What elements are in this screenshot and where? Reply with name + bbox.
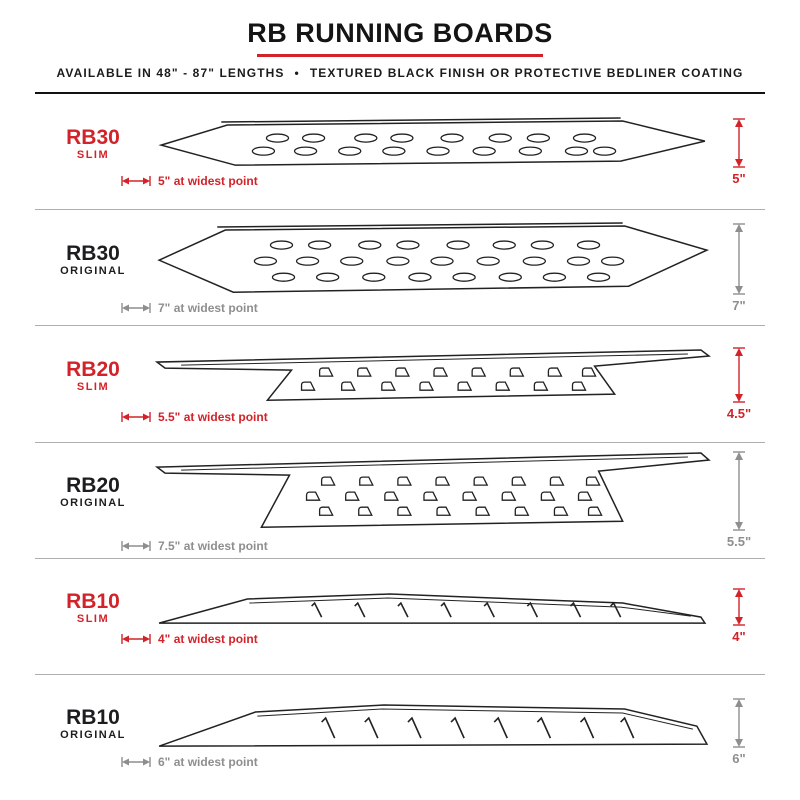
board-row-rb30-slim: RB30 SLIM 5" at widest [35,94,765,209]
width-arrow-icon [121,176,151,187]
board-row-rb30-original: RB30 ORIGINAL [35,209,765,325]
height-label: 6" [732,751,746,767]
height-arrow-icon [733,223,745,295]
height-dimension: 4" [713,588,765,644]
height-arrow-icon [733,588,745,626]
height-dimension: 4.5" [713,347,765,421]
board-variant: SLIM [76,380,110,393]
board-illustration-rb10-slim [158,592,707,624]
board-outline [154,349,711,402]
header: RB RUNNING BOARDS AVAILABLE IN 48" - 87"… [35,18,765,94]
page-title: RB RUNNING BOARDS [247,18,553,48]
board-top-lip [217,222,623,228]
subtitle-lengths: AVAILABLE IN 48" - 87" LENGTHS [56,66,285,80]
board-model: RB30 [66,241,120,265]
board-variant: SLIM [76,148,110,161]
board-row-rb20-original: RB20 ORIGINAL [35,441,765,558]
width-arrow-icon [121,757,151,768]
board-drawing: 5.5" at widest point [121,344,713,424]
width-arrow-icon [121,633,151,644]
width-dimension: 7.5" at widest point [121,539,683,553]
board-drawing: 7" at widest point [121,220,713,315]
height-label: 7" [732,297,746,313]
width-label: 5" at widest point [158,174,258,189]
board-model: RB20 [66,357,120,381]
board-illustration-rb30-slim [158,117,706,166]
board-variant: SLIM [76,613,110,626]
board-outline [158,592,707,624]
board-label: RB10 ORIGINAL [35,707,151,757]
height-dimension: 5" [713,117,765,186]
width-dimension: 5" at widest point [121,174,683,188]
board-variant: ORIGINAL [60,497,126,510]
board-row-rb20-slim: RB20 SLIM 5.5" at wides [35,325,765,441]
board-model: RB10 [66,706,120,730]
subtitle-finish: TEXTURED BLACK FINISH OR PROTECTIVE BEDL… [309,66,744,80]
height-dimension: 6" [713,698,765,766]
board-drawing: 7.5" at widest point [121,447,713,553]
board-model: RB30 [66,125,120,149]
width-dimension: 4" at widest point [121,632,683,646]
subtitle: AVAILABLE IN 48" - 87" LENGTHS • TEXTURED … [35,66,765,80]
d-shaped-holes [300,367,597,392]
board-top-lip [181,456,688,472]
board-label: RB10 SLIM [35,591,151,641]
height-label: 5" [732,170,746,186]
width-arrow-icon [121,303,151,314]
board-top-lip [221,117,621,123]
width-label: 7.5" at widest point [158,538,268,553]
width-arrow-icon [121,411,151,422]
board-drawing: 4" at widest point [121,587,713,646]
board-illustration-rb30-original [157,222,710,294]
width-label: 5.5" at widest point [158,409,268,424]
height-label: 4.5" [726,405,752,421]
width-dimension: 6" at widest point [121,755,683,769]
height-arrow-icon [733,451,745,531]
board-illustration-rb10-original [158,704,709,747]
board-row-rb10-original: RB10 ORIGINAL 6" at widest point [35,673,765,790]
hash-vents [310,601,622,618]
board-top-lip [181,353,688,366]
width-dimension: 7" at widest point [121,301,683,315]
hash-vents [320,717,635,739]
title-underline [257,54,543,57]
oval-slot-holes [251,133,617,156]
board-outline [154,452,711,529]
board-top-lip [257,708,693,730]
board-drawing: 6" at widest point [121,696,713,769]
height-dimension: 7" [713,223,765,313]
board-row-rb10-slim: RB10 SLIM 4" at widest point [35,557,765,674]
board-variant: ORIGINAL [60,729,126,742]
board-rows: RB30 SLIM 5" at widest [35,94,765,790]
height-dimension: 5.5" [713,451,765,549]
width-label: 4" at widest point [158,631,258,646]
board-outline [157,225,710,294]
board-label: RB20 ORIGINAL [35,475,151,525]
subtitle-separator: • [294,66,300,80]
d-shaped-holes [305,476,603,517]
width-label: 7" at widest point [158,301,258,316]
board-outline [158,704,709,747]
board-variant: ORIGINAL [60,264,126,277]
board-label: RB20 SLIM [35,357,151,409]
board-label: RB30 SLIM [35,125,151,177]
header-rule [35,92,765,94]
board-top-lip [249,597,691,617]
height-arrow-icon [733,698,745,749]
board-drawing: 5" at widest point [121,115,713,188]
width-label: 6" at widest point [158,755,258,770]
board-model: RB10 [66,590,120,614]
height-label: 5.5" [726,534,752,550]
board-illustration-rb20-original [154,452,711,529]
width-dimension: 5.5" at widest point [121,410,683,424]
board-label: RB30 ORIGINAL [35,241,151,293]
height-arrow-icon [733,347,745,403]
board-illustration-rb20-slim [154,349,711,402]
oval-slot-holes [253,240,625,282]
height-label: 4" [732,629,746,645]
board-model: RB20 [66,474,120,498]
height-arrow-icon [733,117,745,168]
width-arrow-icon [121,540,151,551]
board-outline [158,120,706,166]
